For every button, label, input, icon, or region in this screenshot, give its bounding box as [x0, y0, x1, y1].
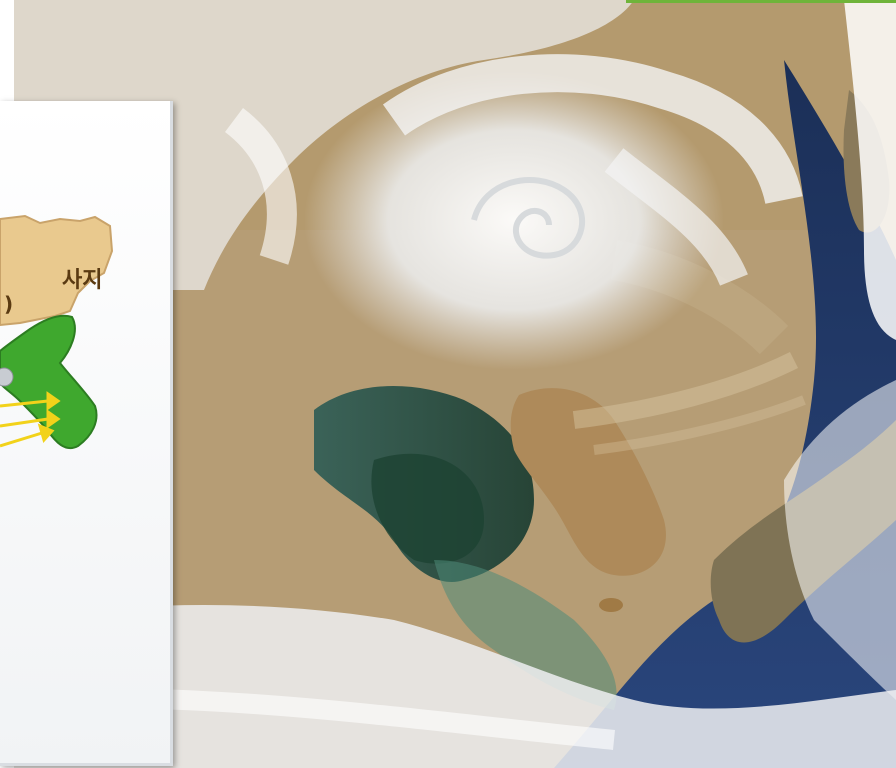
satellite-image-canvas [14, 0, 896, 768]
cyclone-clouds [304, 70, 724, 370]
satellite-image [14, 0, 896, 768]
map-label-line2: ) [4, 292, 13, 316]
map-label-line1: 사지 [62, 268, 102, 293]
cloud-band-east [844, 0, 896, 340]
source-marker [0, 367, 14, 387]
peninsula [510, 388, 666, 576]
china-map-shape [0, 214, 114, 327]
accent-bar [626, 0, 896, 3]
cloud-band-south [14, 605, 896, 768]
dust-arrows [0, 391, 61, 448]
inset-panel: 사지 ) [0, 101, 173, 766]
inset-map: 사지 ) [0, 214, 114, 450]
